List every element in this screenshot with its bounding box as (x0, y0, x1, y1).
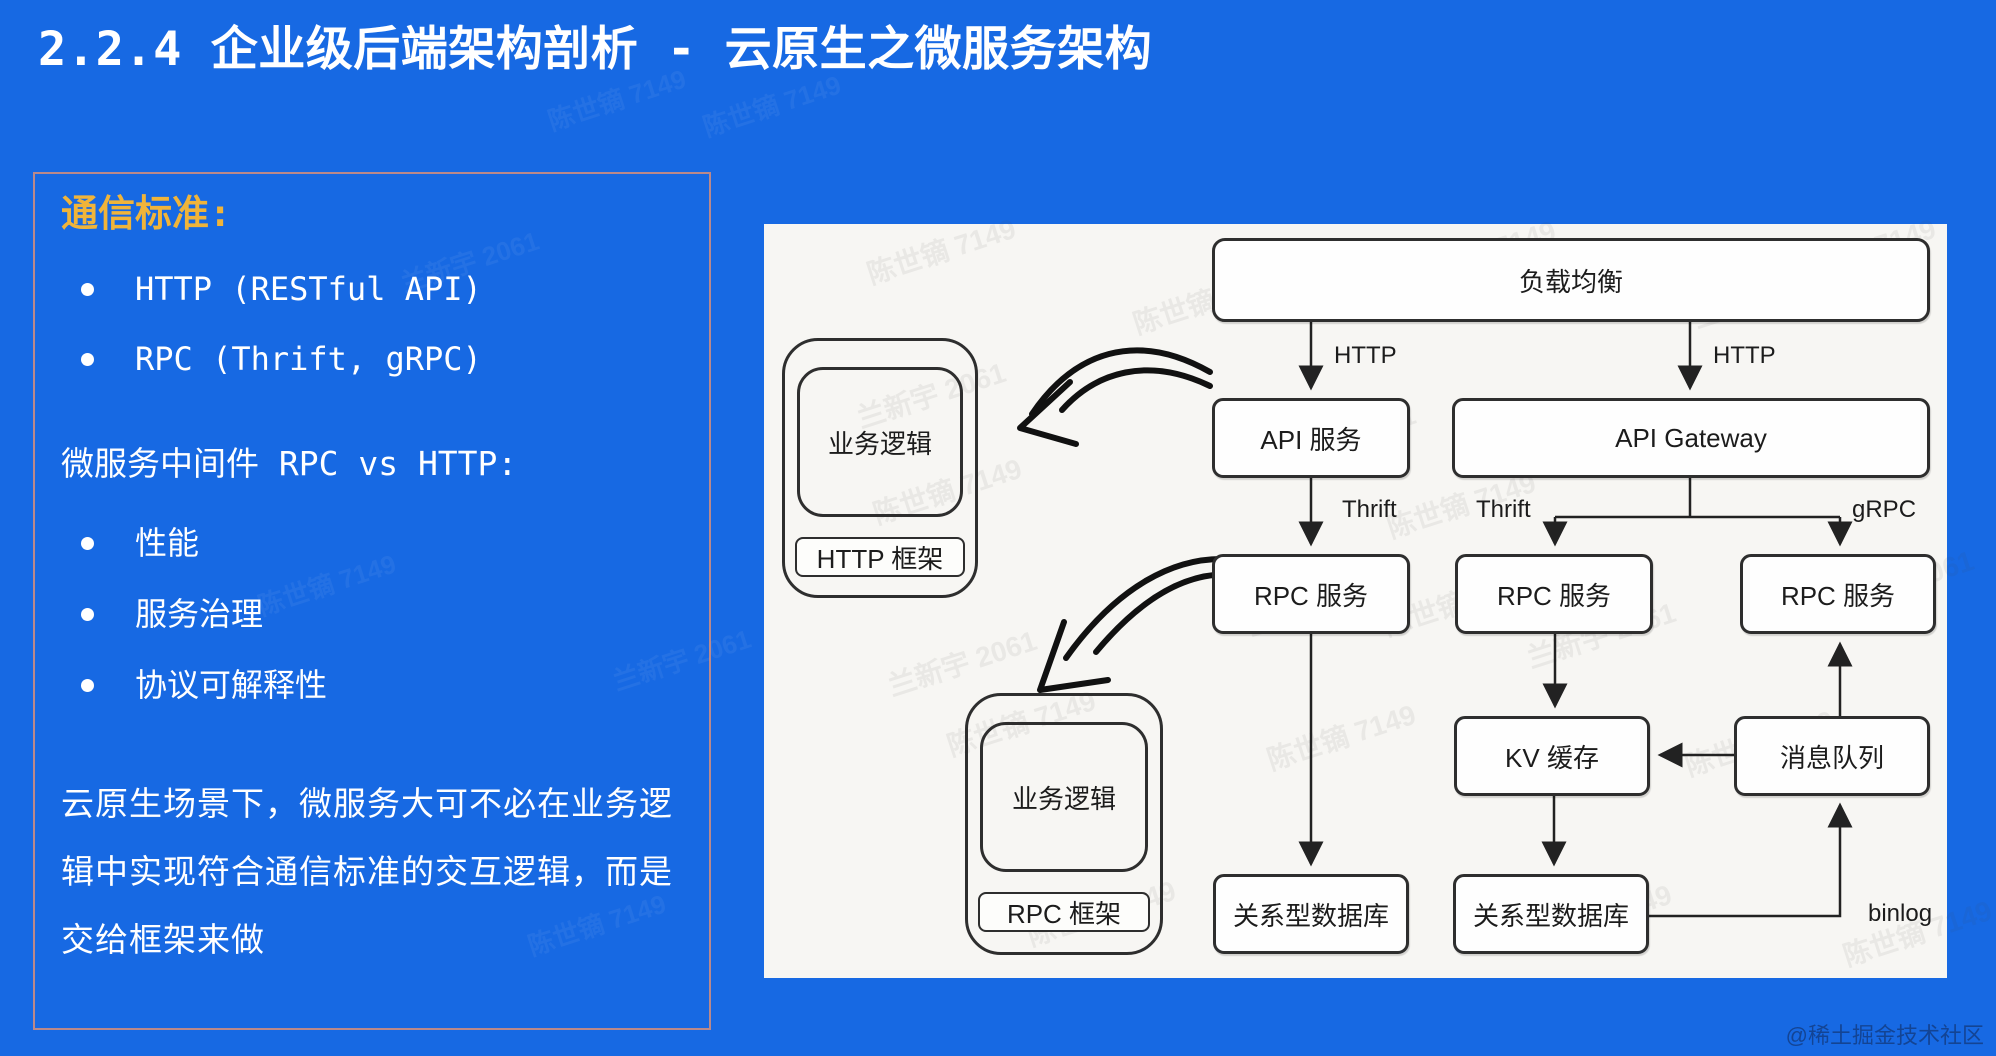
list-item: 性能 (55, 522, 689, 564)
node-business-logic-rpc: 业务逻辑 (980, 722, 1148, 872)
summary-paragraph: 云原生场景下，微服务大可不必在业务逻辑中实现符合通信标准的交互逻辑，而是交给框架… (61, 784, 673, 959)
node-business-logic-http: 业务逻辑 (797, 367, 963, 517)
edge-label-http-right: HTTP (1713, 342, 1776, 369)
community-credit: @稀土掘金技术社区 (1785, 1023, 1984, 1048)
rpc-service-container (965, 693, 1163, 955)
notes-panel: 通信标准: HTTP (RESTful API) RPC (Thrift, gR… (33, 172, 711, 1030)
node-http-framework: HTTP 框架 (795, 537, 965, 577)
edge-label-thrift-mid: Thrift (1476, 496, 1531, 523)
edge-label-binlog: binlog (1868, 900, 1933, 927)
node-rpc-framework: RPC 框架 (978, 892, 1150, 932)
http-service-container (782, 338, 978, 598)
list-item: RPC (Thrift, gRPC) (55, 338, 689, 380)
node-rpc-service-2: RPC 服务 (1455, 554, 1653, 634)
node-message-queue: 消息队列 (1734, 716, 1930, 796)
node-relational-db-2: 关系型数据库 (1453, 874, 1649, 954)
list-item: 服务治理 (55, 593, 689, 635)
node-rpc-service-3: RPC 服务 (1740, 554, 1936, 634)
edge-label-http-left: HTTP (1334, 342, 1397, 369)
edge-label-thrift-left: Thrift (1342, 496, 1397, 523)
node-relational-db-1: 关系型数据库 (1213, 874, 1409, 954)
comm-standards-list: HTTP (RESTful API) RPC (Thrift, gRPC) (55, 268, 689, 380)
architecture-diagram: 陈世镝 7149 陈世镝 7149 陈世镝 7149 兰新宇 2061 陈世镝 … (764, 213, 1996, 978)
list-item: HTTP (RESTful API) (55, 268, 689, 310)
middleware-list: 性能 服务治理 协议可解释性 (55, 522, 689, 706)
node-api-service: API 服务 (1212, 398, 1410, 478)
page-title: 2.2.4 企业级后端架构剖析 - 云原生之微服务架构 (38, 22, 1153, 77)
hand-drawn-arrow-top (1017, 347, 1213, 447)
connector-lines (1017, 322, 1853, 918)
middleware-heading: 微服务中间件 RPC vs HTTP: (61, 444, 518, 483)
comm-standards-heading: 通信标准: (61, 192, 232, 235)
list-item: 协议可解释性 (55, 664, 689, 706)
node-load-balancer: 负载均衡 (1212, 238, 1930, 322)
edge-label-grpc: gRPC (1852, 496, 1917, 523)
node-rpc-service-1: RPC 服务 (1212, 554, 1410, 634)
node-api-gateway: API Gateway (1452, 398, 1930, 478)
node-kv-cache: KV 缓存 (1454, 716, 1650, 796)
